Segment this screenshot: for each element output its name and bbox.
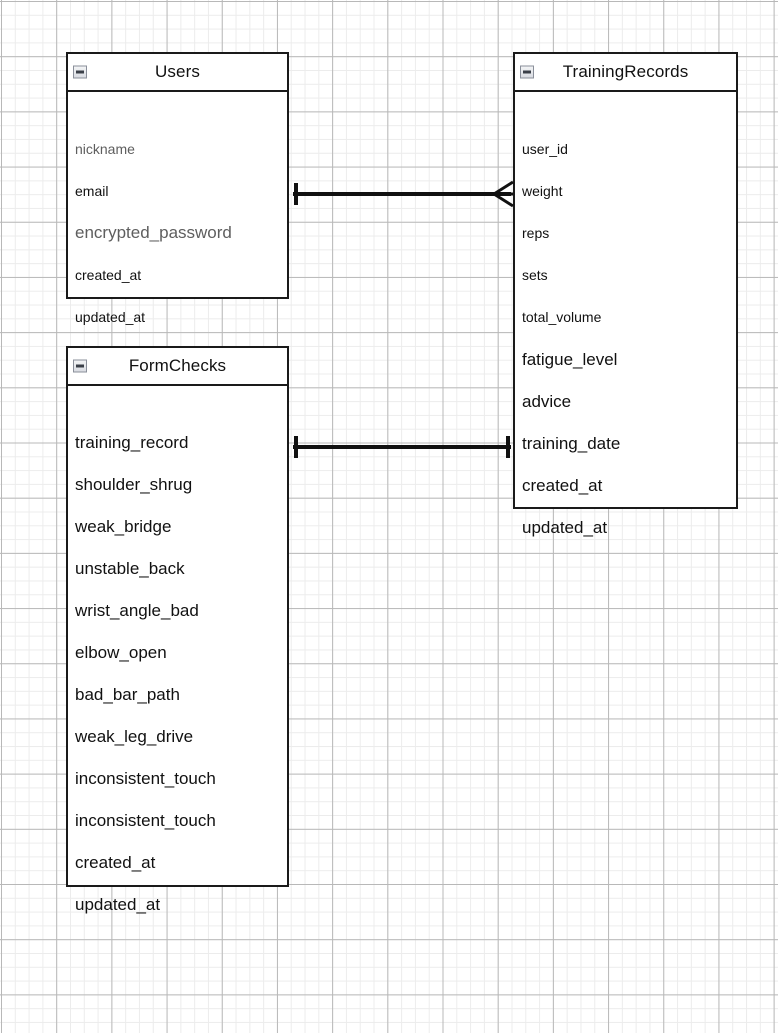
field-shoulder-shrug: shoulder_shrug: [75, 475, 193, 494]
field-updated-at: updated_at: [75, 895, 161, 914]
field-created-at: created_at: [75, 853, 156, 872]
field-updated-at: updated_at: [522, 518, 608, 537]
entity-users-header[interactable]: Users: [68, 54, 287, 92]
field-training-record: training_record: [75, 433, 189, 452]
field-encrypted-password: encrypted_password: [75, 223, 232, 242]
entity-form-checks-title: FormChecks: [128, 356, 227, 375]
field-advice: advice: [522, 392, 572, 411]
relationship-line[interactable]: [293, 192, 511, 196]
entity-form-checks[interactable]: FormChecks training_record shoulder_shru…: [66, 346, 289, 913]
field-bad-bar-path: bad_bar_path: [75, 685, 180, 704]
field-inconsistent-touch-2: inconsistent_touch: [75, 811, 216, 830]
minus-square-icon[interactable]: [73, 359, 87, 373]
field-nickname: nickname: [75, 141, 135, 157]
cardinality-one-marker: [506, 436, 510, 458]
field-weak-bridge: weak_bridge: [75, 517, 172, 536]
field-wrist-angle-bad: wrist_angle_bad: [75, 601, 199, 620]
entity-users-title: Users: [155, 62, 200, 81]
entity-form-checks-header[interactable]: FormChecks: [68, 348, 287, 386]
cardinality-one-marker: [294, 183, 298, 205]
field-unstable-back: unstable_back: [75, 559, 185, 578]
field-fatigue-level: fatigue_level: [522, 350, 618, 369]
entity-training-records[interactable]: TrainingRecords user_id weight reps sets…: [513, 52, 738, 536]
relationship-line[interactable]: [293, 445, 511, 449]
entity-users[interactable]: Users nickname email encrypted_password …: [66, 52, 289, 324]
entity-training-records-title: TrainingRecords: [562, 62, 689, 81]
entity-training-records-header[interactable]: TrainingRecords: [515, 54, 736, 92]
field-total-volume: total_volume: [522, 309, 602, 325]
cardinality-many-marker: [493, 180, 514, 208]
field-weak-leg-drive: weak_leg_drive: [75, 727, 194, 746]
minus-square-icon[interactable]: [520, 65, 534, 79]
minus-square-icon[interactable]: [73, 65, 87, 79]
cardinality-one-marker: [294, 436, 298, 458]
field-sets: sets: [522, 267, 548, 283]
field-email: email: [75, 183, 109, 199]
field-reps: reps: [522, 225, 550, 241]
field-elbow-open: elbow_open: [75, 643, 167, 662]
field-inconsistent-touch: inconsistent_touch: [75, 769, 216, 788]
field-training-date: training_date: [522, 434, 621, 453]
field-created-at: created_at: [75, 267, 142, 283]
field-user-id: user_id: [522, 141, 568, 157]
field-created-at: created_at: [522, 476, 603, 495]
field-weight: weight: [522, 183, 563, 199]
field-updated-at: updated_at: [75, 309, 146, 325]
